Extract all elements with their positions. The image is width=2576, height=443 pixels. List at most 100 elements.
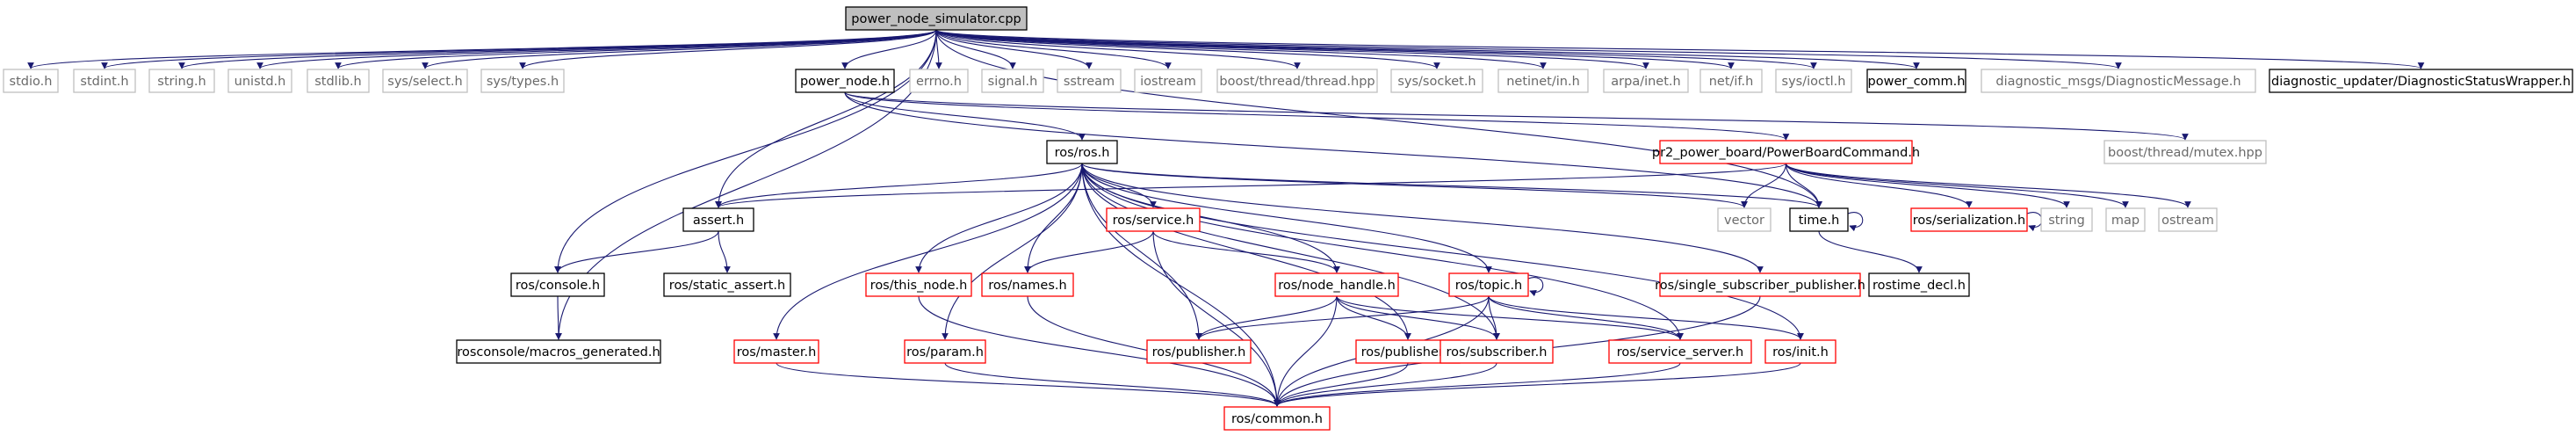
node-unistd[interactable]: unistd.h xyxy=(227,69,292,93)
edge-pbc-to-assert xyxy=(715,163,1787,208)
node-box-systypes xyxy=(480,69,565,93)
edge-pbc-to-vector xyxy=(1741,163,1787,208)
node-label-vector: vector xyxy=(1724,214,1764,228)
edge-master-to-common xyxy=(776,362,1281,407)
node-box-ostream xyxy=(2158,207,2218,232)
node-power_node[interactable]: power_node.h xyxy=(795,69,895,93)
node-box-thisnode xyxy=(865,272,972,297)
node-staticassert[interactable]: ros/static_assert.h xyxy=(663,272,791,297)
node-pub1[interactable]: ros/publisher.h xyxy=(1146,339,1252,364)
node-stdint[interactable]: stdint.h xyxy=(73,69,136,93)
edge-topic-to-pub1 xyxy=(1195,295,1490,340)
node-systypes[interactable]: sys/types.h xyxy=(480,69,565,93)
node-assert[interactable]: assert.h xyxy=(682,207,754,232)
node-ostream[interactable]: ostream xyxy=(2158,207,2218,232)
edge-assert-to-staticassert xyxy=(718,230,731,273)
node-pbc[interactable]: pr2_power_board/PowerBoardCommand.h xyxy=(1652,140,1920,164)
node-label-nodehandle: ros/node_handle.h xyxy=(1278,279,1396,293)
node-thisnode[interactable]: ros/this_node.h xyxy=(865,272,972,297)
node-box-topic xyxy=(1448,272,1529,297)
node-label-rostime: rostime_decl.h xyxy=(1872,279,1966,293)
node-time[interactable]: time.h xyxy=(1789,207,1849,232)
node-sysioctl[interactable]: sys/ioctl.h xyxy=(1775,69,1852,93)
node-box-rostime xyxy=(1868,272,1970,297)
node-box-servserver xyxy=(1608,339,1752,364)
node-string_h[interactable]: string.h xyxy=(148,69,215,93)
node-box-pbc xyxy=(1659,140,1913,164)
edge-root-to-stdio xyxy=(27,29,937,69)
node-box-init xyxy=(1764,339,1836,364)
node-master[interactable]: ros/master.h xyxy=(733,339,819,364)
node-arpainet[interactable]: arpa/inet.h xyxy=(1603,69,1689,93)
node-diagupd[interactable]: diagnostic_updater/DiagnosticStatusWrapp… xyxy=(2269,69,2573,93)
node-map[interactable]: map xyxy=(2105,207,2146,232)
node-rosconsole[interactable]: ros/console.h xyxy=(510,272,605,297)
node-param[interactable]: ros/param.h xyxy=(904,339,986,364)
node-rosservice[interactable]: ros/service.h xyxy=(1106,207,1201,232)
node-box-boostthread xyxy=(1216,69,1378,93)
node-servserver[interactable]: ros/service_server.h xyxy=(1608,339,1752,364)
node-label-boostthread: boost/thread/thread.hpp xyxy=(1219,75,1375,89)
node-syssocket[interactable]: sys/socket.h xyxy=(1390,69,1483,93)
node-sstream[interactable]: sstream xyxy=(1057,69,1122,93)
edge-root-to-string_h xyxy=(178,29,937,69)
node-iostream[interactable]: iostream xyxy=(1134,69,1202,93)
node-box-param xyxy=(904,339,986,364)
node-label-mutex: boost/thread/mutex.hpp xyxy=(2108,146,2262,160)
node-box-nodehandle xyxy=(1274,272,1399,297)
edge-rosros-to-common xyxy=(1081,163,1281,407)
node-rostime[interactable]: rostime_decl.h xyxy=(1868,272,1970,297)
node-label-signal: signal.h xyxy=(988,75,1038,89)
node-power_comm[interactable]: power_comm.h xyxy=(1866,69,1966,93)
node-box-power_node xyxy=(795,69,895,93)
node-diagmsg[interactable]: diagnostic_msgs/DiagnosticMessage.h xyxy=(1981,69,2256,93)
node-label-map: map xyxy=(2111,214,2139,228)
node-signal[interactable]: signal.h xyxy=(981,69,1044,93)
node-label-macros: rosconsole/macros_generated.h xyxy=(457,345,660,359)
edge-root-to-netinet xyxy=(935,29,1547,69)
edge-root-to-power_node xyxy=(841,29,937,69)
node-macros[interactable]: rosconsole/macros_generated.h xyxy=(456,339,661,364)
node-subscriber[interactable]: ros/subscriber.h xyxy=(1440,339,1554,364)
node-netinet[interactable]: netinet/in.h xyxy=(1497,69,1589,93)
node-box-unistd xyxy=(227,69,292,93)
node-rosros[interactable]: ros/ros.h xyxy=(1046,140,1118,164)
edge-root-to-iostream xyxy=(935,29,1172,69)
node-box-vector xyxy=(1717,207,1771,232)
node-boostthread[interactable]: boost/thread/thread.hpp xyxy=(1216,69,1378,93)
edge-rosros-to-topic xyxy=(1081,163,1492,273)
node-mutex[interactable]: boost/thread/mutex.hpp xyxy=(2103,140,2267,164)
node-names[interactable]: ros/names.h xyxy=(981,272,1074,297)
node-box-errno xyxy=(909,69,969,93)
node-sysselect[interactable]: sys/select.h xyxy=(382,69,468,93)
node-root[interactable]: power_node_simulator.cpp xyxy=(845,6,1028,31)
node-common[interactable]: ros/common.h xyxy=(1223,406,1331,431)
node-vector[interactable]: vector xyxy=(1717,207,1771,232)
node-stdio[interactable]: stdio.h xyxy=(3,69,59,93)
edge-root-to-stdint xyxy=(101,29,937,69)
node-errno[interactable]: errno.h xyxy=(909,69,969,93)
node-label-root: power_node_simulator.cpp xyxy=(851,12,1021,26)
node-label-string: string xyxy=(2048,214,2085,228)
node-netif[interactable]: net/if.h xyxy=(1699,69,1763,93)
node-label-stdint: stdint.h xyxy=(80,75,128,89)
edge-pbc-to-string xyxy=(1785,163,2070,208)
node-box-power_comm xyxy=(1866,69,1966,93)
node-label-power_comm: power_comm.h xyxy=(1868,75,1966,89)
node-box-string xyxy=(2040,207,2093,232)
node-stdlib[interactable]: stdlib.h xyxy=(307,69,370,93)
edge-pbc-to-map xyxy=(1785,163,2129,208)
node-topic[interactable]: ros/topic.h xyxy=(1448,272,1529,297)
node-ssp[interactable]: ros/single_subscriber_publisher.h xyxy=(1655,272,1865,297)
node-label-param: ros/param.h xyxy=(906,345,984,359)
node-init[interactable]: ros/init.h xyxy=(1764,339,1836,364)
edge-param-to-common xyxy=(944,362,1281,407)
node-string[interactable]: string xyxy=(2040,207,2093,232)
edge-assert-to-rosconsole xyxy=(554,230,719,273)
node-rosserial[interactable]: ros/serialization.h xyxy=(1910,207,2028,232)
edge-pbc-to-rosserial xyxy=(1785,163,1973,208)
edge-rosros-to-pub1 xyxy=(1081,163,1202,340)
node-nodehandle[interactable]: ros/node_handle.h xyxy=(1274,272,1399,297)
edge-rosserial-to-rosserial xyxy=(2026,212,2043,232)
